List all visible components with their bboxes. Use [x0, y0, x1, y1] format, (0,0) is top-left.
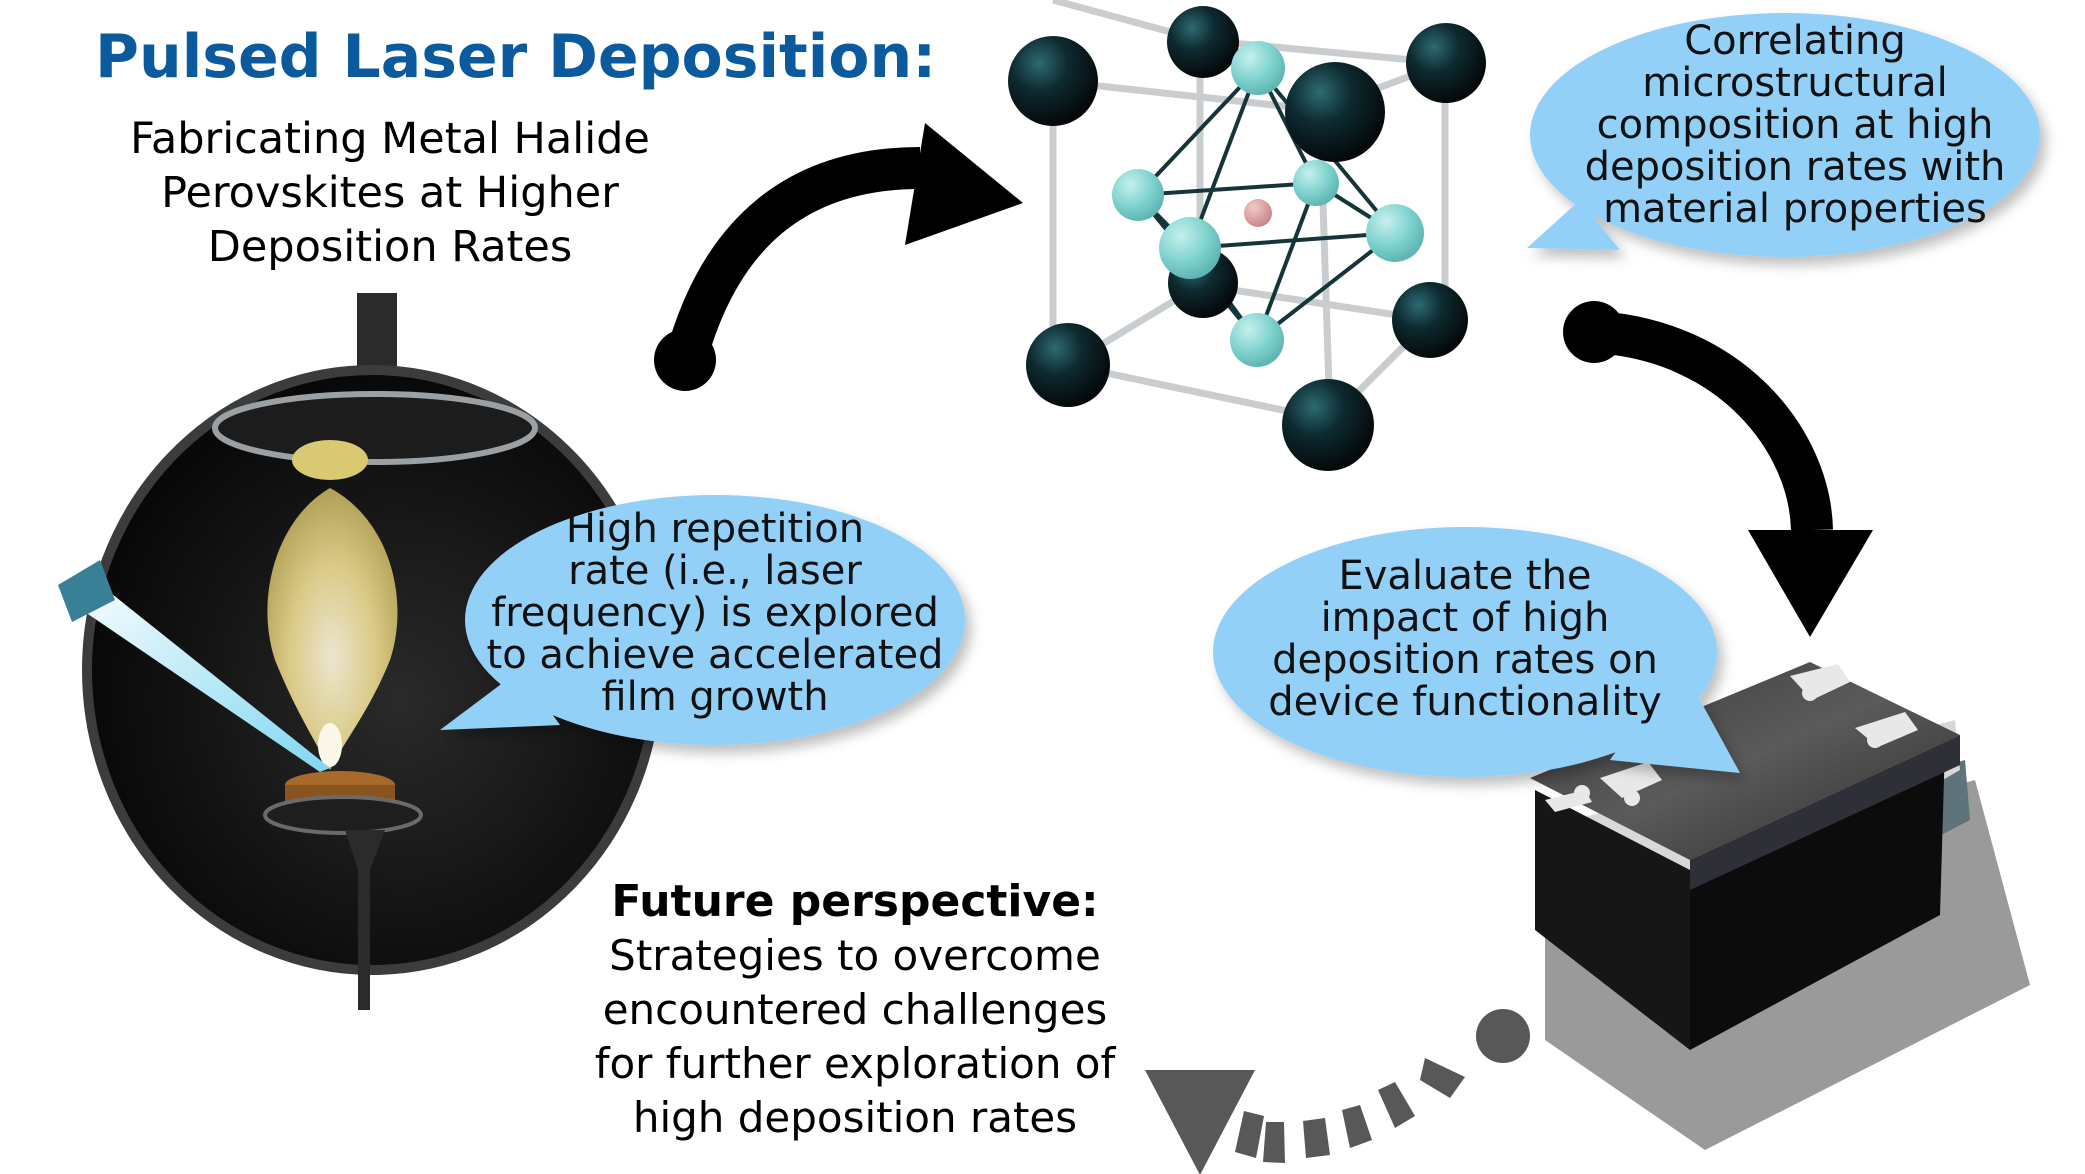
atom-center — [1244, 199, 1272, 227]
bubble-line: microstructural — [1642, 60, 1948, 106]
bubble-line: rate (i.e., laser — [568, 548, 862, 594]
bubble-device-text: Evaluate the impact of high deposition r… — [1215, 555, 1715, 723]
arrow-to-crystal — [654, 123, 1023, 391]
bubble-line: impact of high — [1320, 595, 1610, 641]
atom-b-corner — [1392, 282, 1468, 358]
laser-beam — [60, 578, 330, 772]
dashed-arrow-to-future — [1145, 1009, 1530, 1174]
future-line: high deposition rates — [632, 1093, 1078, 1142]
future-line: for further exploration of — [594, 1039, 1116, 1088]
subtitle-line: Deposition Rates — [207, 222, 573, 272]
subtitle-line: Perovskites at Higher — [161, 168, 619, 218]
bubble-line: film growth — [601, 674, 829, 720]
substrate-stage — [263, 795, 423, 835]
absorber-front — [1690, 745, 1945, 1050]
bubble-line: device functionality — [1268, 679, 1662, 725]
atom-x — [1366, 204, 1424, 262]
atom-b-corner — [1167, 6, 1239, 78]
device-top — [1530, 662, 1960, 860]
atom-b-corner — [1026, 323, 1110, 407]
atom-x — [1159, 217, 1221, 279]
atom-x — [1112, 169, 1164, 221]
bubble-line: High repetition — [565, 506, 865, 552]
atom-x — [1231, 41, 1285, 95]
bubble-line: Correlating — [1684, 18, 1906, 64]
bubble-structure — [1527, 13, 2040, 257]
atom-b-corner — [1008, 36, 1098, 126]
arrow-head — [1145, 1070, 1255, 1174]
atom-b-corner — [1406, 23, 1486, 103]
page-title: Pulsed Laser Deposition: — [95, 22, 937, 92]
future-heading: Future perspective: — [611, 876, 1099, 927]
future-perspective: Future perspective: Strategies to overco… — [555, 875, 1155, 1145]
bubble-line: material properties — [1603, 186, 1987, 232]
atom-b-corner — [1285, 62, 1385, 162]
page-subtitle: Fabricating Metal Halide Perovskites at … — [70, 112, 710, 274]
bubble-device — [1213, 527, 1740, 777]
plume-spot — [318, 723, 342, 767]
bubble-line: deposition rates on — [1272, 637, 1658, 683]
bubble-line: composition at high — [1596, 102, 1994, 148]
future-line: encountered challenges — [602, 985, 1108, 1034]
bubble-line: Evaluate the — [1338, 553, 1592, 599]
laser-port — [58, 560, 115, 622]
arrow-start-dot — [1476, 1009, 1530, 1063]
bubble-line: to achieve accelerated — [486, 632, 944, 678]
subtitle-line: Fabricating Metal Halide — [130, 114, 650, 164]
atom-x — [1230, 313, 1284, 367]
arrow-to-device — [1563, 301, 1873, 637]
bubble-line: deposition rates with — [1584, 144, 2006, 190]
arrow-head — [1748, 530, 1873, 637]
atom-x — [1293, 160, 1339, 206]
plasma-plume — [267, 488, 398, 770]
target-glow — [292, 440, 368, 480]
arrow-start-dot — [654, 329, 716, 391]
perovskite-crystal-illustration — [1008, 0, 1486, 471]
atom-b-corner — [1282, 379, 1374, 471]
arrow-start-dot — [1563, 301, 1625, 363]
absorber-side — [1535, 790, 1690, 1050]
bubble-laser — [440, 495, 965, 745]
bubble-structure-text: Correlating microstructural composition … — [1535, 20, 2055, 230]
future-line: Strategies to overcome — [609, 931, 1101, 980]
arrow-head — [905, 123, 1023, 245]
device-illustration — [1530, 662, 2030, 1150]
target-holder — [212, 391, 538, 465]
bubble-line: frequency) is explored — [491, 590, 939, 636]
bottom-rod — [345, 830, 385, 1010]
bubble-laser-text: High repetition rate (i.e., laser freque… — [460, 508, 970, 718]
contact-pads — [1545, 664, 1918, 812]
